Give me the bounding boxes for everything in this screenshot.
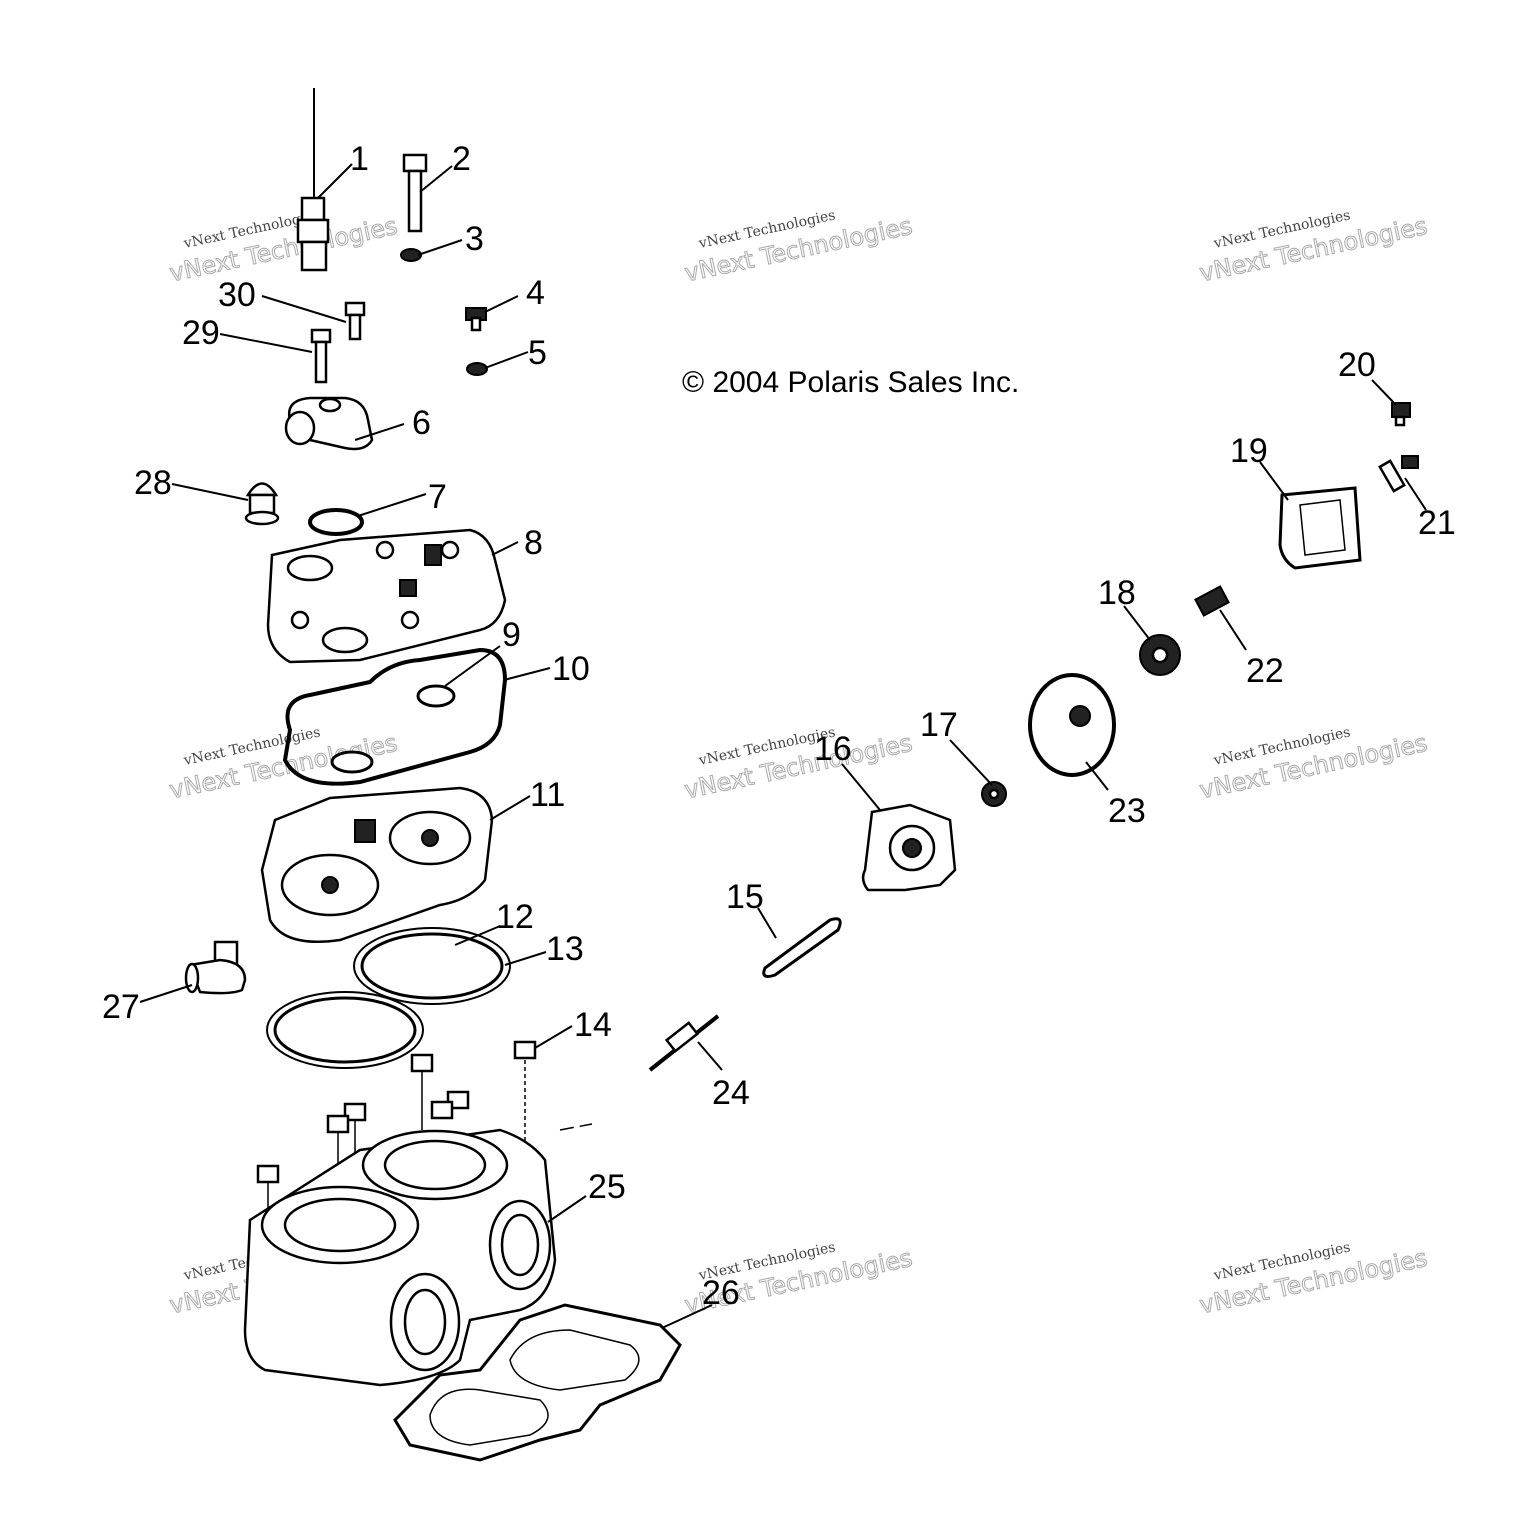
- copyright-text: © 2004 Polaris Sales Inc.: [682, 366, 1019, 399]
- callout-23: 23: [1108, 792, 1146, 830]
- part-12-head-gasket: [273, 996, 417, 1064]
- callout-4: 4: [526, 274, 545, 312]
- part-13-head-gasket: [353, 927, 511, 1005]
- part-29-bolt: [310, 328, 332, 384]
- part-20-bolt: [1391, 402, 1411, 427]
- callout-25: 25: [588, 1168, 626, 1206]
- callout-22: 22: [1246, 652, 1284, 690]
- part-11-cylinder-head: [260, 786, 494, 944]
- part-15-pump-gasket: [762, 917, 842, 978]
- callout-3: 3: [465, 220, 484, 258]
- callout-20: 20: [1338, 346, 1376, 384]
- callout-14: 14: [574, 1006, 612, 1044]
- callout-7: 7: [428, 478, 447, 516]
- part-16-pump-housing: [861, 803, 957, 892]
- callout-21: 21: [1418, 504, 1456, 542]
- watermark: vNext Technologies vNext Technologies: [1197, 207, 1431, 288]
- callout-26: 26: [702, 1274, 740, 1312]
- callout-15: 15: [726, 878, 764, 916]
- callout-9: 9: [502, 616, 521, 654]
- callout-30: 30: [218, 276, 256, 314]
- callout-24: 24: [712, 1074, 750, 1112]
- part-27-elbow-fitting: [184, 940, 247, 995]
- leader-lines: [139, 163, 1427, 1329]
- callout-10: 10: [552, 650, 590, 688]
- part-18-gear: [1139, 634, 1181, 676]
- callout-18: 18: [1098, 574, 1136, 612]
- callout-2: 2: [452, 140, 471, 178]
- callout-28: 28: [134, 464, 172, 502]
- part-14-nut-studs: [256, 1040, 537, 1280]
- callout-19: 19: [1230, 432, 1268, 470]
- parts: [184, 88, 1419, 1462]
- part-7-o-ring: [308, 508, 364, 536]
- callout-5: 5: [528, 334, 547, 372]
- part-26-base-gasket: [393, 1303, 682, 1462]
- part-13-head-gasket: [266, 991, 424, 1069]
- callout-29: 29: [182, 314, 220, 352]
- callout-12: 12: [496, 898, 534, 936]
- part-23-impeller: [1028, 673, 1116, 777]
- part-24-pump-shaft: [648, 1014, 720, 1072]
- part-19-pump-cover: [1278, 486, 1362, 570]
- part-10-cover-gasket: [282, 647, 508, 786]
- part-17-drive-gear: [981, 781, 1007, 807]
- part-28-thermostat: [244, 482, 280, 526]
- part-12-head-gasket: [360, 932, 504, 1000]
- callout-16: 16: [814, 730, 852, 768]
- watermark: vNext Technologies vNext Technologies: [1197, 1239, 1431, 1320]
- callout-6: 6: [412, 404, 431, 442]
- watermark: vNext Technologies vNext Technologies: [682, 207, 916, 288]
- part-30-bolt: [344, 301, 366, 341]
- part-6-thermostat-housing: [284, 396, 374, 451]
- part-25-cylinder-block: [243, 1123, 593, 1387]
- callout-labels: 1 2 3 4 5 30 29 6 28 7 8 9 10 11 12 13 2…: [102, 140, 1456, 1312]
- callout-1: 1: [350, 140, 369, 178]
- part-1-temp-sensor: [296, 88, 330, 272]
- callout-27: 27: [102, 988, 140, 1026]
- callout-8: 8: [524, 524, 543, 562]
- part-8-head-cover: [266, 528, 507, 664]
- callout-13: 13: [546, 930, 584, 968]
- part-2-bolt: [402, 153, 428, 233]
- part-22-spring: [1194, 585, 1230, 617]
- part-4-small-bolt: [465, 307, 487, 332]
- watermark: vNext Technologies vNext Technologies: [167, 207, 401, 288]
- callout-17: 17: [920, 706, 958, 744]
- part-5-washer: [466, 362, 488, 376]
- part-9-o-ring: [330, 750, 374, 774]
- watermark: vNext Technologies vNext Technologies: [1197, 724, 1431, 805]
- part-21-bolt: [1378, 455, 1419, 493]
- callout-11: 11: [530, 776, 565, 814]
- watermark: vNext Technologies vNext Technologies: [682, 724, 916, 805]
- part-9-o-ring: [416, 684, 456, 708]
